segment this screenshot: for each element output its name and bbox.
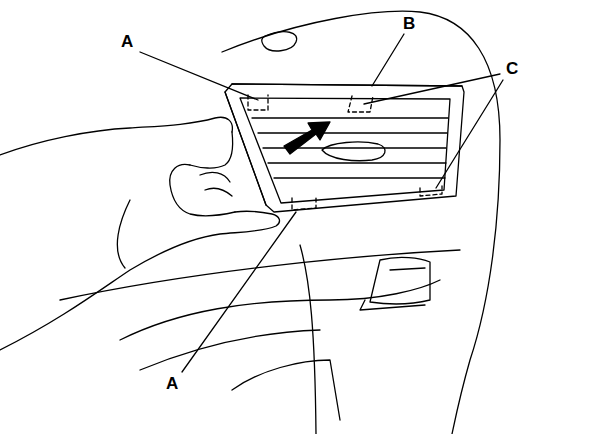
callout-letter: A (166, 375, 178, 392)
callout-letter: C (506, 60, 518, 77)
callout-letter: B (403, 15, 415, 32)
callout-letter: A (121, 33, 133, 50)
